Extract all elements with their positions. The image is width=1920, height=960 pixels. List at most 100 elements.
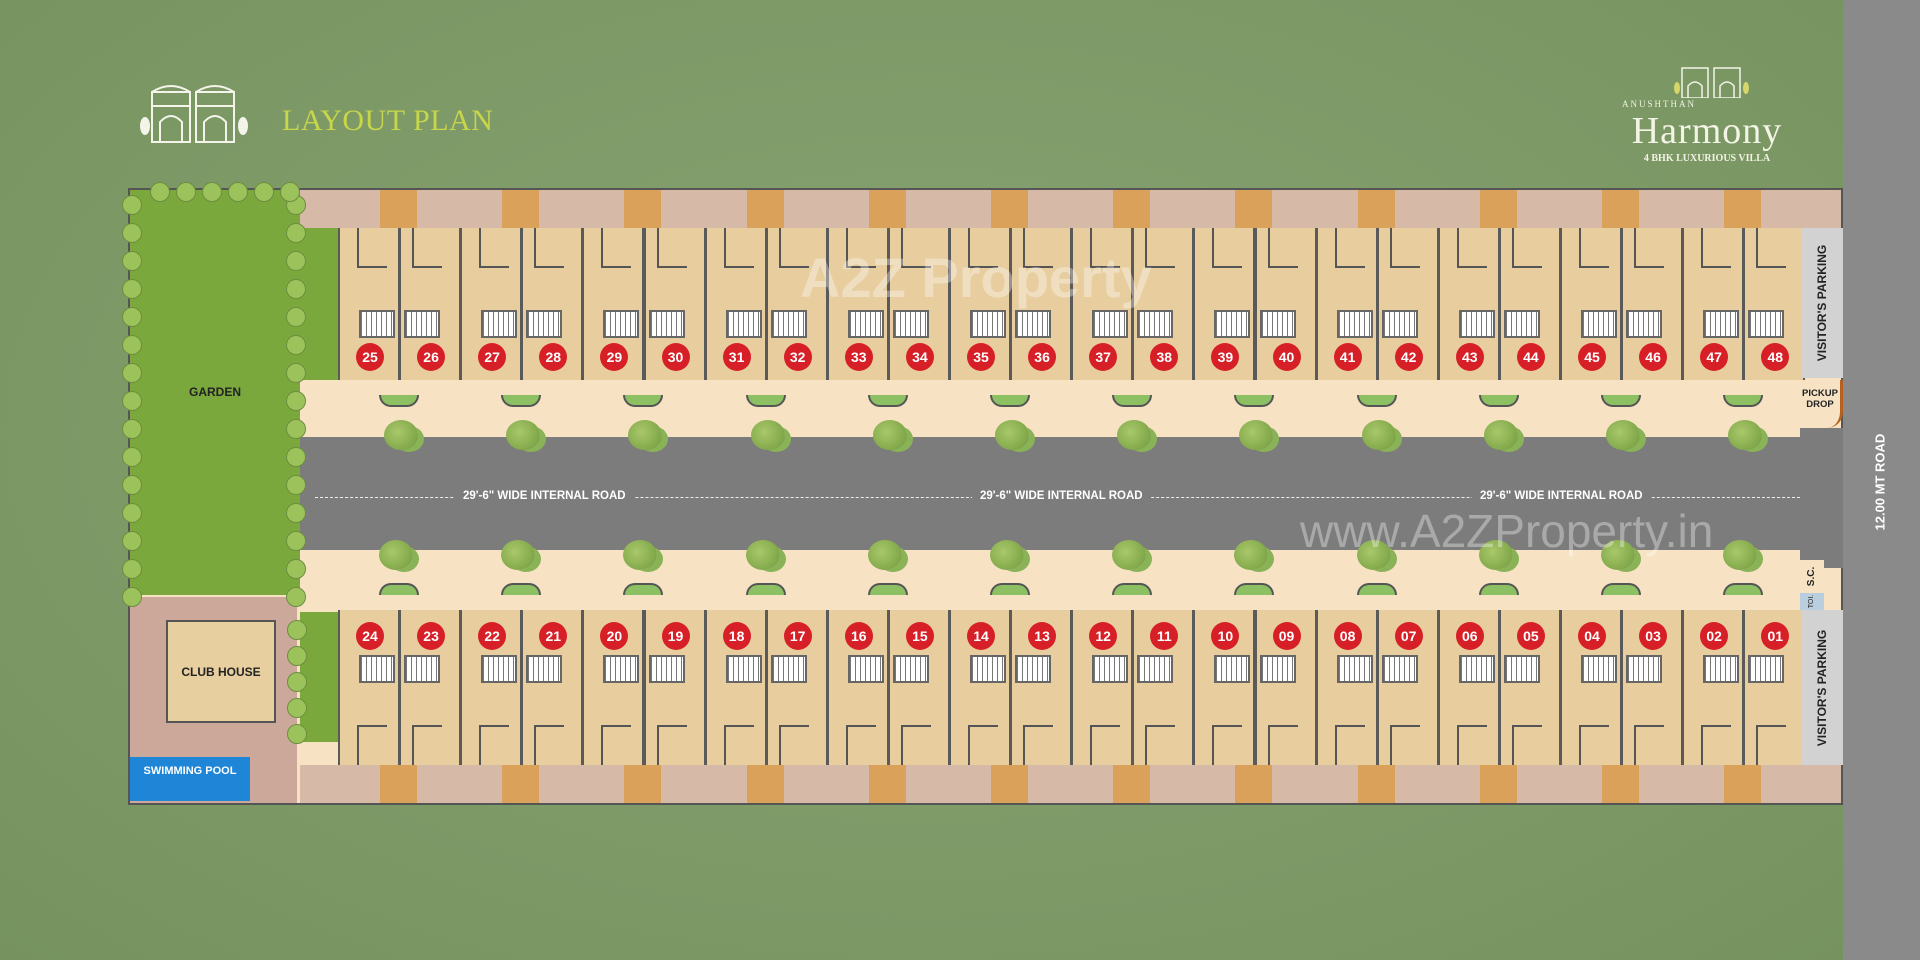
tree-icon bbox=[1478, 540, 1513, 570]
plot-bottom[interactable] bbox=[887, 610, 950, 765]
garden-tree-icon bbox=[122, 307, 142, 327]
tree-icon bbox=[995, 420, 1029, 450]
plot-number-marker: 41 bbox=[1333, 343, 1362, 371]
plot-number-marker: 33 bbox=[844, 343, 873, 371]
parking-bay bbox=[1145, 228, 1176, 268]
plot-number-marker: 07 bbox=[1394, 622, 1423, 650]
entrance-gate-icon bbox=[1478, 583, 1519, 595]
staircase-icon bbox=[1626, 655, 1663, 683]
garden-tree-icon bbox=[122, 363, 142, 383]
club-house-label: CLUB HOUSE bbox=[181, 664, 261, 679]
plot-number-marker: 38 bbox=[1150, 343, 1179, 371]
plot-number-marker: 48 bbox=[1761, 343, 1790, 371]
garden bbox=[130, 190, 300, 595]
boundary-orange-block bbox=[1235, 765, 1273, 803]
plot-number-marker: 45 bbox=[1578, 343, 1606, 371]
entrance-gate-icon bbox=[745, 395, 786, 407]
garden-tree-icon bbox=[286, 531, 306, 551]
garden-tree-icon bbox=[122, 223, 142, 243]
parking-bay bbox=[1334, 725, 1365, 765]
brand-villa-icon bbox=[1674, 67, 1749, 98]
brand-name: Harmony bbox=[1631, 110, 1783, 152]
toilet-label: TOI. bbox=[1808, 594, 1816, 609]
garden-tree-icon bbox=[286, 335, 306, 355]
parking-bay bbox=[1145, 725, 1176, 765]
parking-bay bbox=[357, 228, 387, 268]
boundary-orange-block bbox=[1357, 190, 1395, 228]
tree-icon bbox=[1112, 540, 1147, 570]
visitors-parking-bottom: VISITOR'S PARKING bbox=[1802, 610, 1843, 765]
staircase-icon bbox=[1015, 310, 1052, 338]
plot-number-marker: 04 bbox=[1578, 622, 1606, 650]
plot-number-marker: 47 bbox=[1700, 343, 1729, 371]
boundary-orange-block bbox=[1602, 765, 1639, 803]
garden-tree-icon bbox=[150, 182, 170, 202]
staircase-icon bbox=[892, 310, 929, 338]
tree-icon bbox=[872, 420, 907, 450]
plot-number-marker: 39 bbox=[1211, 343, 1240, 371]
staircase-icon bbox=[1626, 310, 1663, 338]
plot-top[interactable] bbox=[1743, 228, 1806, 380]
plot-number-marker: 18 bbox=[722, 622, 751, 650]
garden-label: GARDEN bbox=[188, 385, 241, 399]
staircase-icon bbox=[1503, 310, 1540, 338]
staircase-icon bbox=[725, 655, 762, 683]
staircase-icon bbox=[1703, 655, 1740, 683]
garden-tree-icon bbox=[122, 475, 142, 495]
plot-number-marker: 06 bbox=[1455, 622, 1484, 650]
staircase-icon bbox=[970, 655, 1006, 683]
boundary-orange-block bbox=[380, 190, 417, 228]
staircase-icon bbox=[1137, 310, 1174, 338]
entrance-gate-icon bbox=[1234, 583, 1275, 595]
bottom-boundary-strip bbox=[300, 765, 1841, 803]
parking-bay bbox=[1334, 228, 1365, 268]
staircase-icon bbox=[1015, 655, 1052, 683]
tree-icon bbox=[501, 540, 536, 570]
entrance-gate-icon bbox=[867, 395, 908, 407]
plot-number-marker: 29 bbox=[600, 343, 629, 371]
staircase-icon bbox=[770, 310, 807, 338]
parking-bay bbox=[1701, 725, 1732, 765]
boundary-orange-block bbox=[868, 765, 906, 803]
parking-bay bbox=[357, 725, 387, 765]
boundary-orange-block bbox=[502, 190, 540, 228]
boundary-orange-block bbox=[1602, 190, 1639, 228]
plot-number-marker: 23 bbox=[417, 622, 446, 650]
plot-number-marker: 02 bbox=[1700, 622, 1729, 650]
entrance-gate-icon bbox=[990, 395, 1030, 407]
plot-number-marker: 34 bbox=[905, 343, 934, 371]
entrance-gate-icon bbox=[1478, 395, 1519, 407]
plot-top[interactable] bbox=[521, 228, 584, 380]
plot-bottom[interactable] bbox=[1621, 610, 1684, 765]
plot-number-marker: 12 bbox=[1089, 622, 1118, 650]
garden-tree-icon bbox=[287, 672, 307, 692]
plot-bottom[interactable] bbox=[1682, 610, 1745, 765]
plot-number-marker: 03 bbox=[1639, 622, 1668, 650]
club-house: CLUB HOUSE bbox=[166, 620, 276, 723]
internal-road-label: 29'-6" WIDE INTERNAL ROAD bbox=[1472, 490, 1651, 502]
road-junction bbox=[1800, 428, 1843, 568]
garden-tree-icon bbox=[287, 620, 307, 640]
plot-number-marker: 35 bbox=[967, 343, 995, 371]
boundary-orange-block bbox=[380, 765, 417, 803]
parking-bay bbox=[1756, 725, 1787, 765]
staircase-icon bbox=[1503, 655, 1540, 683]
internal-road-label: 29'-6" WIDE INTERNAL ROAD bbox=[972, 490, 1151, 502]
boundary-orange-block bbox=[624, 765, 662, 803]
external-road bbox=[1843, 0, 1920, 960]
garden-tree-icon bbox=[122, 419, 142, 439]
tree-icon bbox=[1117, 420, 1152, 450]
boundary-orange-block bbox=[1357, 765, 1395, 803]
parking-bay bbox=[1212, 228, 1243, 268]
entrance-gate-icon bbox=[1723, 395, 1764, 407]
parking-bay bbox=[900, 725, 931, 765]
tree-icon bbox=[384, 420, 418, 450]
staircase-icon bbox=[404, 310, 441, 338]
staircase-icon bbox=[359, 655, 395, 683]
parking-bay bbox=[1023, 725, 1054, 765]
garden-tree-icon bbox=[287, 698, 307, 718]
parking-bay bbox=[1511, 725, 1542, 765]
staircase-icon bbox=[1259, 310, 1296, 338]
villa-logo-icon bbox=[140, 85, 248, 143]
tree-icon bbox=[623, 540, 658, 570]
